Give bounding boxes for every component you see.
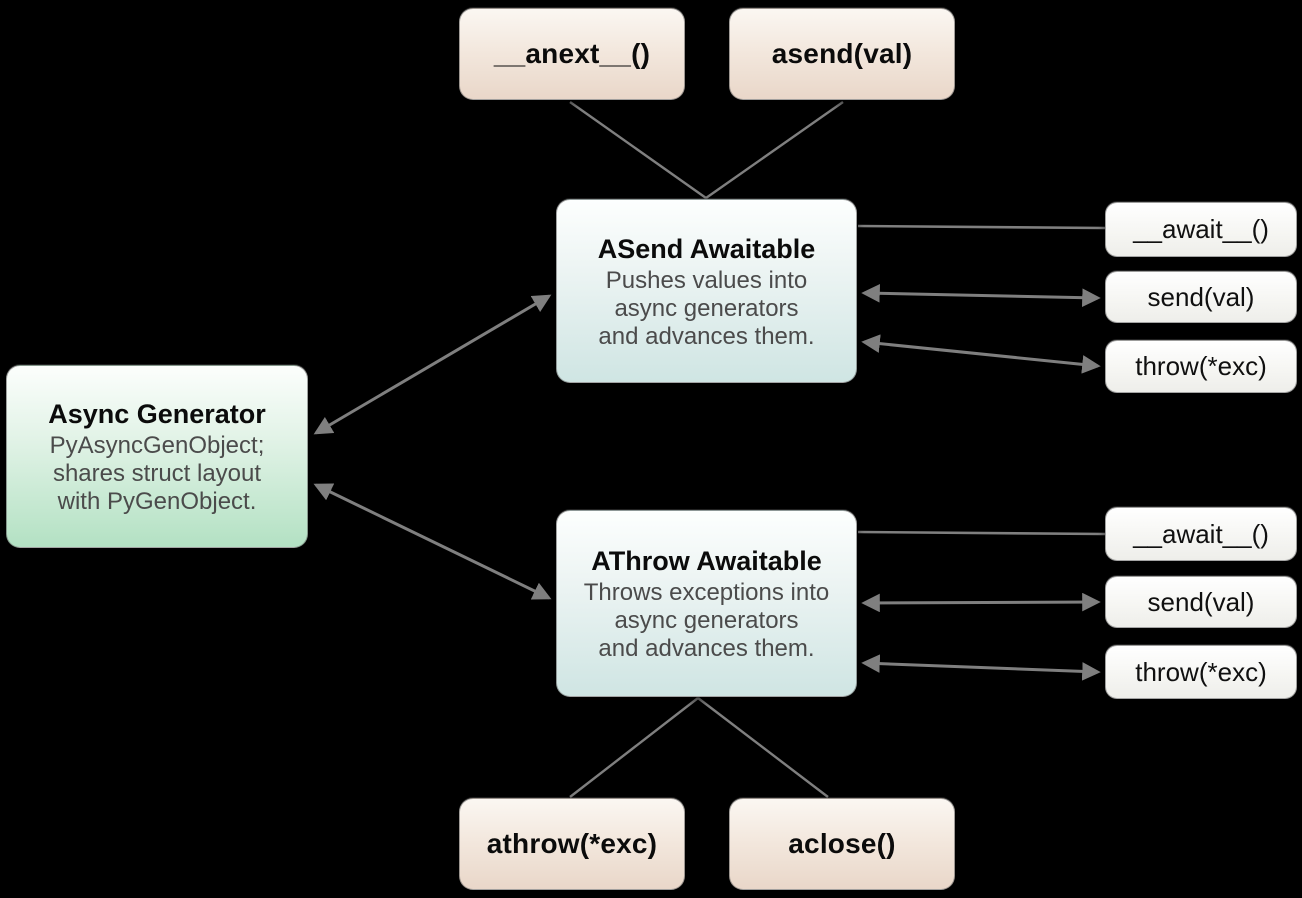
arrow-athrow-awaitable-send-bottom (861, 592, 1101, 613)
arrow-async-generator-asend-awaitable (313, 294, 552, 435)
node-throw-top: throw(*exc) (1105, 340, 1297, 393)
arrow-asend-awaitable-send-top (861, 284, 1101, 307)
node-async-generator: Async Generator PyAsyncGenObject; shares… (6, 365, 308, 548)
node-athrow-awaitable-desc-line: and advances them. (598, 635, 815, 662)
node-athrow-label: athrow(*exc) (486, 828, 658, 859)
node-await-bottom-label: __await__() (1133, 518, 1269, 549)
node-asend: asend(val) (729, 8, 955, 100)
node-athrow-awaitable-title: AThrow Awaitable (591, 546, 822, 576)
node-await-top-label: __await__() (1133, 214, 1269, 244)
node-athrow-awaitable-desc-line: Throws exceptions into (583, 579, 830, 606)
node-anext: __anext__() (459, 8, 685, 100)
node-asend-awaitable-title: ASend Awaitable (597, 233, 816, 264)
node-asend-awaitable-desc-line: Pushes values into (605, 266, 808, 294)
node-send-bottom: send(val) (1105, 576, 1297, 628)
node-async-generator-title: Async Generator (48, 399, 266, 429)
node-asend-awaitable-desc-line: and advances them. (598, 322, 815, 350)
node-await-top: __await__() (1105, 202, 1297, 257)
node-asend-awaitable-desc-line: async generators (614, 294, 799, 322)
connector-asend-to-asend-awaitable (705, 101, 844, 199)
node-async-generator-desc-line: PyAsyncGenObject; (49, 432, 265, 459)
node-aclose: aclose() (729, 798, 955, 890)
node-send-top-label: send(val) (1147, 281, 1255, 312)
node-async-generator-desc-line: with PyGenObject. (57, 488, 257, 515)
node-asend-awaitable: ASend Awaitable Pushes values into async… (556, 199, 857, 383)
node-await-bottom: __await__() (1105, 507, 1297, 561)
node-athrow-awaitable: AThrow Awaitable Throws exceptions into … (556, 510, 857, 697)
node-send-bottom-label: send(val) (1147, 586, 1255, 617)
arrow-athrow-awaitable-throw-bottom (861, 654, 1101, 681)
node-asend-label: asend(val) (771, 38, 913, 69)
arrow-async-generator-athrow-awaitable (313, 483, 552, 600)
node-async-generator-desc-line: shares struct layout (52, 460, 262, 487)
node-throw-bottom: throw(*exc) (1105, 645, 1297, 699)
connector-anext-to-asend-awaitable (569, 101, 707, 199)
connector-athrow-awaitable-to-aclose (697, 697, 829, 798)
connector-athrow-awaitable-to-await-bottom (857, 530, 1106, 536)
arrow-asend-awaitable-throw-top (861, 334, 1101, 374)
node-throw-top-label: throw(*exc) (1135, 351, 1267, 381)
node-athrow-awaitable-desc-line: async generators (614, 607, 799, 634)
node-aclose-label: aclose() (788, 828, 896, 859)
node-send-top: send(val) (1105, 271, 1297, 323)
node-anext-label: __anext__() (493, 38, 651, 69)
node-throw-bottom-label: throw(*exc) (1135, 656, 1267, 687)
connector-asend-awaitable-to-await-top (857, 224, 1106, 230)
connector-athrow-awaitable-to-athrow (569, 697, 699, 798)
node-athrow: athrow(*exc) (459, 798, 685, 890)
